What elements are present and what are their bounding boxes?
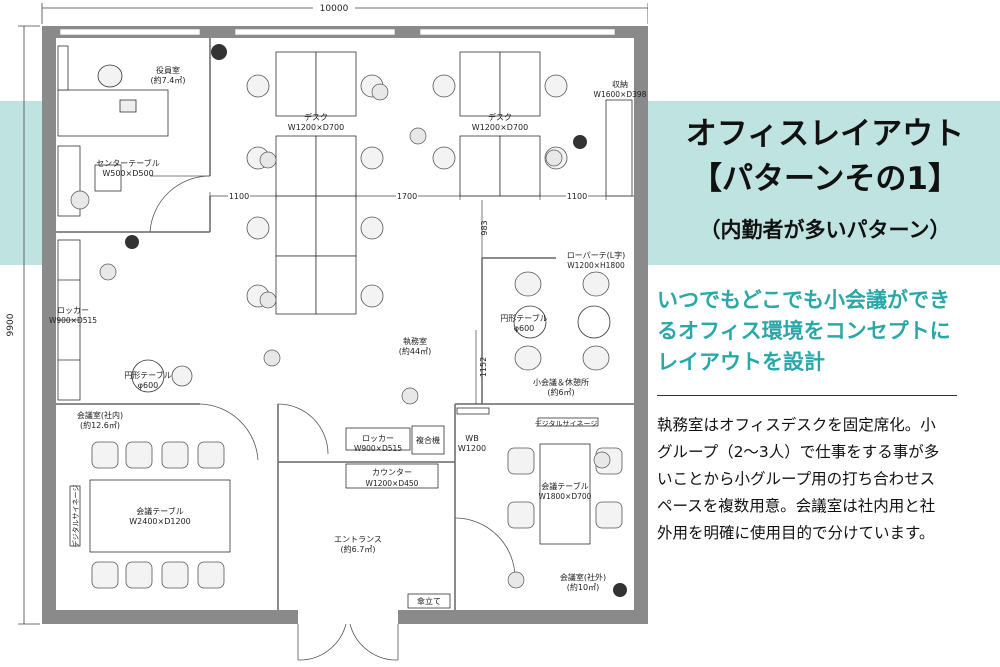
description-line: 執務室はオフィスデスクを固定席化。小: [657, 416, 936, 434]
storage-name: 収納: [612, 79, 628, 89]
wb-size: W1200: [458, 444, 486, 453]
desk-right-size: W1200×D700: [472, 123, 528, 132]
counter-name: カウンター: [372, 468, 412, 477]
person-icons: [70, 83, 611, 589]
digital-signage-left: [69, 485, 81, 547]
low-partition-name: ローパーテ(L字): [567, 250, 626, 260]
round-table-left-size: φ600: [138, 381, 159, 390]
whiteboard: [456, 407, 490, 415]
executive-room-name: 役員室: [156, 65, 180, 75]
small-meeting-name: 小会議＆休憩所: [533, 377, 589, 387]
description-line: 外用を明確に使用目的で分けています。: [657, 524, 935, 542]
round-table-right-size: φ600: [514, 324, 535, 333]
tagline-line: レイアウトを設計: [657, 350, 825, 374]
overall-width-label: 10000: [320, 4, 349, 14]
meeting-table-out-size: W1800×D700: [539, 492, 592, 501]
digital-signage-right: [537, 417, 599, 427]
interior-walls: [56, 38, 634, 610]
overall-dimension-left: [18, 25, 40, 625]
description-text: 執務室はオフィスデスクを固定席化。小 グループ（2〜3人）で仕事をする事が多 い…: [657, 412, 991, 547]
dim-983: 983: [480, 220, 489, 235]
counter-size: W1200×D450: [366, 479, 419, 488]
storage-size: W1600×D398: [594, 90, 647, 99]
center-table: [94, 164, 122, 192]
floor-plan: 10000 9900: [6, 3, 648, 661]
locker-center-size: W900×D515: [354, 444, 402, 453]
small-meeting-area: (約6㎡): [547, 387, 574, 397]
center-table-name: センターテーブル: [96, 158, 160, 168]
description-line: グループ（2〜3人）で仕事をする事が多: [657, 443, 940, 461]
dim-1100-a: 1100: [229, 192, 249, 201]
meeting-table-out-name: 会議テーブル: [541, 481, 589, 491]
meeting-table-in: [89, 479, 231, 553]
office-area: (約44㎡): [399, 346, 431, 356]
meeting-in-name: 会議室(社内): [77, 410, 123, 420]
desk-right-name: デスク: [488, 112, 512, 122]
umbrella-stand: [407, 593, 451, 609]
low-partition-size: W1200×H1800: [567, 261, 625, 270]
office-chairs: [246, 74, 568, 308]
doors: [149, 175, 516, 661]
laptop-executive: [119, 99, 137, 113]
locker-center-name: ロッカー: [362, 434, 394, 443]
desk-cluster-left: [275, 51, 357, 315]
locker-left-name: ロッカー: [57, 306, 89, 315]
round-table-left-name: 円形テーブル: [124, 370, 172, 380]
locker-center: [345, 427, 411, 451]
round-table-left: [131, 359, 165, 393]
copier-label: 複合機: [416, 435, 440, 445]
small-meeting-chairs: [514, 271, 610, 371]
office-name: 執務室: [403, 336, 427, 346]
entrance-name: エントランス: [334, 535, 382, 544]
executive-desk: [57, 89, 169, 137]
description-line: ペースを複数用意。会議室は社内用と社: [657, 497, 936, 515]
entrance-area: (約6.7㎡): [341, 544, 376, 554]
meeting-out-area: (約10㎡): [567, 582, 599, 592]
overall-height-label: 9900: [6, 313, 16, 336]
round-table-right-name: 円形テーブル: [500, 313, 548, 323]
round-table-right-a: [513, 305, 547, 339]
dim-1700: 1700: [397, 192, 417, 201]
tagline-line: いつでもどこでも小会議ができ: [657, 288, 950, 312]
description-line: いことから小グループ用の打ち合わせス: [657, 470, 936, 488]
meeting-in-area: (約12.6㎡): [80, 420, 120, 430]
meeting-table-in-size: W2400×D1200: [129, 517, 191, 526]
plant-icons: [125, 44, 627, 597]
counter-box: [345, 463, 439, 489]
wb-name: WB: [465, 434, 478, 443]
divider: [657, 395, 957, 396]
tagline: いつでもどこでも小会議ができ るオフィス環境をコンセプトに レイアウトを設計: [657, 285, 987, 378]
dim-1100-b: 1100: [567, 192, 587, 201]
chair-executive: [97, 64, 123, 88]
center-table-size: W500×D500: [102, 169, 153, 178]
executive-room-area: (約7.4㎡): [151, 75, 186, 85]
umbrella-label: 傘立て: [417, 596, 441, 606]
page-subtitle: （内勤者が多いパターン）: [699, 218, 951, 242]
digital-signage-right-label: デジタルサイネージ: [535, 419, 598, 428]
dimension-row: [209, 192, 634, 404]
locker-left: [57, 239, 81, 401]
page-title: オフィスレイアウト: [685, 116, 965, 152]
locker-left-size: W900×D515: [49, 316, 97, 325]
dim-1152: 1152: [479, 357, 488, 377]
round-table-right-b: [577, 305, 611, 339]
desk-left-name: デスク: [304, 112, 328, 122]
meeting-table-in-name: 会議テーブル: [136, 506, 184, 516]
tagline-line: るオフィス環境をコンセプトに: [657, 319, 951, 343]
windows: [59, 28, 616, 36]
storage-cabinet: [605, 99, 633, 197]
desk-left-size: W1200×D700: [288, 123, 344, 132]
meeting-out-name: 会議室(社外): [560, 572, 606, 582]
teal-band-panel: [648, 101, 1000, 265]
desk-cluster-right: [459, 51, 541, 197]
meeting-table-out: [539, 443, 591, 545]
copier-box: [411, 425, 445, 455]
page-title-pattern: 【パターンその1】: [690, 161, 960, 197]
meeting-in-chairs: [91, 441, 225, 589]
executive-cabinet: [57, 45, 69, 91]
digital-signage-left-label: デジタルサイネージ: [71, 485, 80, 548]
